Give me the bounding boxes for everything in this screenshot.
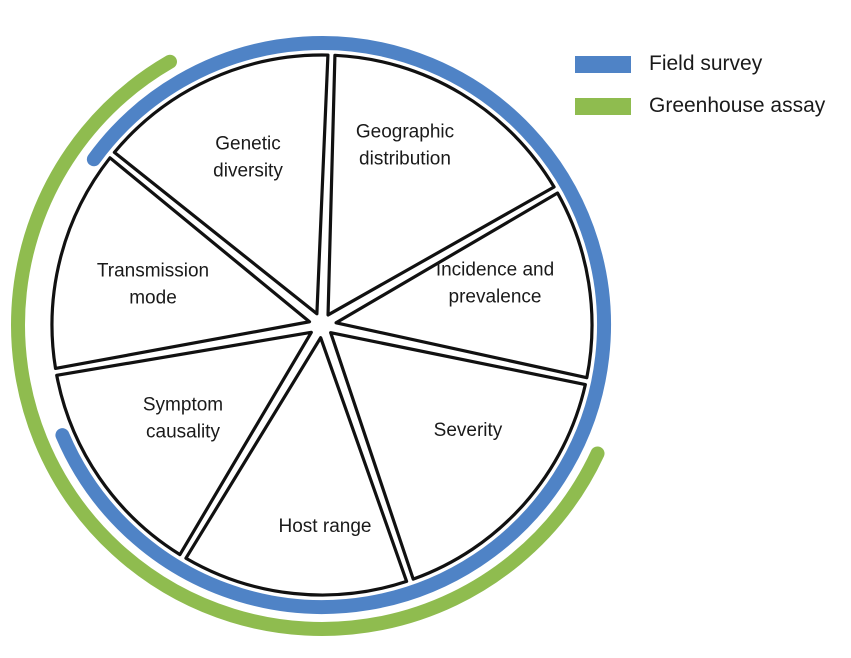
coverage-arcs: [11, 36, 611, 636]
label-geographic-distribution: Geographic distribution: [356, 122, 454, 170]
label-line: mode: [129, 288, 177, 309]
label-line: distribution: [359, 149, 451, 170]
segment-wedges: [50, 53, 594, 597]
legend-label-field-survey: Field survey: [649, 52, 763, 75]
legend-item-greenhouse-assay: Greenhouse assay: [575, 92, 825, 120]
segment-host-range: [184, 336, 409, 597]
segment-severity: [329, 331, 587, 581]
label-line: Transmission: [97, 261, 209, 282]
label-symptom-causality: Symptom causality: [143, 395, 223, 443]
label-host-range: Host range: [279, 516, 372, 537]
label-transmission-mode: Transmission mode: [97, 261, 209, 309]
segment-genetic-diversity: [112, 53, 330, 316]
legend-item-field-survey: Field survey: [575, 50, 825, 78]
segment-symptom-causality: [55, 330, 313, 557]
field-survey-swatch: [575, 55, 631, 73]
legend-label-greenhouse-assay: Greenhouse assay: [649, 94, 826, 117]
legend: Field survey Greenhouse assay: [575, 50, 825, 134]
label-line: Severity: [434, 420, 503, 441]
field-survey-arc: [55, 36, 611, 614]
label-line: Incidence and: [436, 260, 554, 281]
label-severity: Severity: [434, 420, 503, 441]
segment-incidence-and-prevalence: [334, 191, 594, 380]
label-line: Genetic: [215, 134, 280, 155]
segment-geographic-distribution: [326, 53, 556, 317]
greenhouse-assay-swatch: [575, 97, 631, 115]
greenhouse-assay-arc: [11, 54, 605, 636]
segment-transmission-mode: [50, 156, 312, 371]
label-line: causality: [146, 422, 220, 443]
label-genetic-diversity: Genetic diversity: [213, 134, 283, 182]
label-line: prevalence: [449, 287, 542, 308]
label-line: diversity: [213, 161, 283, 182]
label-line: Symptom: [143, 395, 223, 416]
label-line: Geographic: [356, 122, 454, 143]
label-line: Host range: [279, 516, 372, 537]
label-incidence-and-prevalence: Incidence and prevalence: [436, 260, 554, 308]
